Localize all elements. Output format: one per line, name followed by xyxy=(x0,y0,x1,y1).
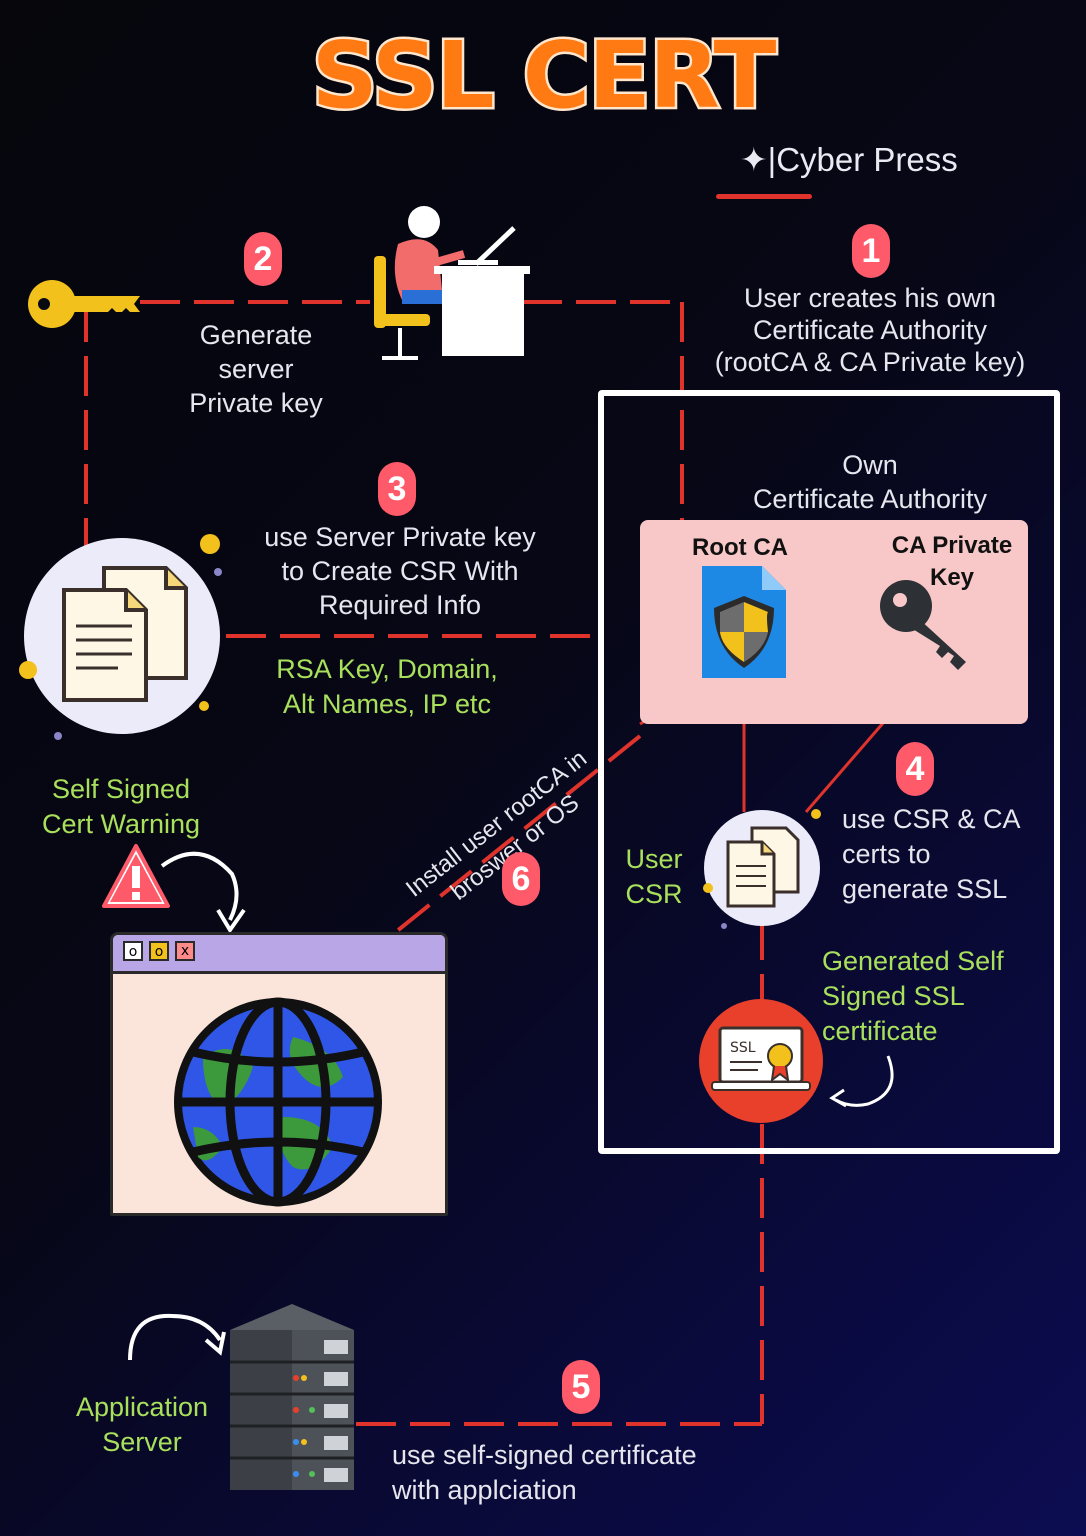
browser-close-button[interactable]: x xyxy=(175,941,195,961)
user-csr-line: User xyxy=(625,844,683,874)
server-key-icon xyxy=(28,280,140,328)
step-2-line: server xyxy=(218,354,294,384)
generated-cert-line: certificate xyxy=(822,1016,938,1046)
step-3-line: Required Info xyxy=(318,590,482,620)
step-2-badge: 2 xyxy=(244,232,282,286)
step-4-text: use CSR & CA certs to generate SSL xyxy=(842,802,1052,907)
ssl-icon-label: SSL xyxy=(730,1040,756,1056)
step-3-line: use Server Private key xyxy=(264,522,536,552)
step-1-line: (rootCA & CA Private key) xyxy=(714,347,1026,377)
step-5-line: with applciation xyxy=(392,1475,577,1505)
step-4-line: generate SSL xyxy=(842,874,1008,904)
user-at-computer-icon xyxy=(374,206,530,360)
warning-label: Self Signed Cert Warning xyxy=(16,772,226,842)
ca-private-key-icon xyxy=(880,580,966,670)
step-1-line: Certificate Authority xyxy=(752,315,988,345)
csr-field-line: Alt Names, IP etc xyxy=(282,689,492,719)
browser-window: o o x xyxy=(110,932,448,1216)
warning-icon xyxy=(102,844,246,934)
ssl-certificate-icon: SSL xyxy=(699,999,823,1123)
csr-fields: RSA Key, Domain, Alt Names, IP etc xyxy=(238,652,536,722)
ca-title-line: Own xyxy=(842,450,898,480)
user-csr-line: CSR xyxy=(625,879,683,909)
generated-cert-line: Generated Self xyxy=(822,946,1004,976)
step-4-line: use CSR & CA xyxy=(842,804,1021,834)
sparkle-icon: ✦ xyxy=(740,141,768,178)
step-2-line: Generate xyxy=(199,320,313,350)
ca-key-line: CA Private xyxy=(891,532,1013,559)
generated-cert-label: Generated Self Signed SSL certificate xyxy=(822,944,1052,1049)
step-1-text: User creates his own Certificate Authori… xyxy=(696,282,1044,378)
step-3-badge: 3 xyxy=(378,462,416,516)
brand-name: |Cyber Press xyxy=(767,141,958,178)
step-2-line: Private key xyxy=(189,388,323,418)
step-1-line: User creates his own xyxy=(743,283,997,313)
root-ca-label: Root CA xyxy=(692,534,788,561)
brand-logo: ✦|Cyber Press xyxy=(740,140,958,179)
browser-maximize-button[interactable]: o xyxy=(149,941,169,961)
globe-icon xyxy=(174,997,382,1207)
generated-cert-line: Signed SSL xyxy=(822,981,965,1011)
ca-title-line: Certificate Authority xyxy=(752,484,988,514)
step-5-text: use self-signed certificate with applcia… xyxy=(392,1438,812,1508)
page-title: SSL CERT xyxy=(309,20,779,132)
browser-title-bar: o o x xyxy=(113,935,445,974)
step-3-text: use Server Private key to Create CSR Wit… xyxy=(228,520,572,622)
brand-underline xyxy=(716,194,812,199)
step-5-line: use self-signed certificate xyxy=(392,1440,697,1470)
csr-field-line: RSA Key, Domain, xyxy=(276,654,498,684)
user-csr-label: User CSR xyxy=(612,842,696,912)
step-3-line: to Create CSR With xyxy=(281,556,519,586)
csr-documents-icon xyxy=(19,534,222,740)
root-ca-certificate-icon xyxy=(702,566,786,678)
certificate-authority-box xyxy=(598,390,1060,1154)
step-2-text: Generate server Private key xyxy=(150,318,362,420)
warning-line: Self Signed xyxy=(51,774,191,804)
ca-private-key-label: CA Private Key xyxy=(876,530,1028,594)
step-5-badge: 5 xyxy=(562,1360,600,1414)
step-6-badge: 6 xyxy=(502,852,540,906)
step-4-badge: 4 xyxy=(896,742,934,796)
app-server-line: Application xyxy=(75,1392,209,1422)
application-server-icon xyxy=(128,1304,354,1490)
curved-arrow-icon xyxy=(829,1055,894,1108)
step-4-line: certs to xyxy=(842,839,931,869)
app-server-line: Server xyxy=(102,1427,182,1457)
user-csr-icon xyxy=(703,809,821,929)
app-server-label: Application Server xyxy=(54,1390,230,1460)
browser-minimize-button[interactable]: o xyxy=(123,941,143,961)
step-1-badge: 1 xyxy=(852,224,890,278)
ca-box-title: Own Certificate Authority xyxy=(712,448,1028,516)
ca-key-line: Key xyxy=(929,564,975,591)
warning-line: Cert Warning xyxy=(41,809,201,839)
